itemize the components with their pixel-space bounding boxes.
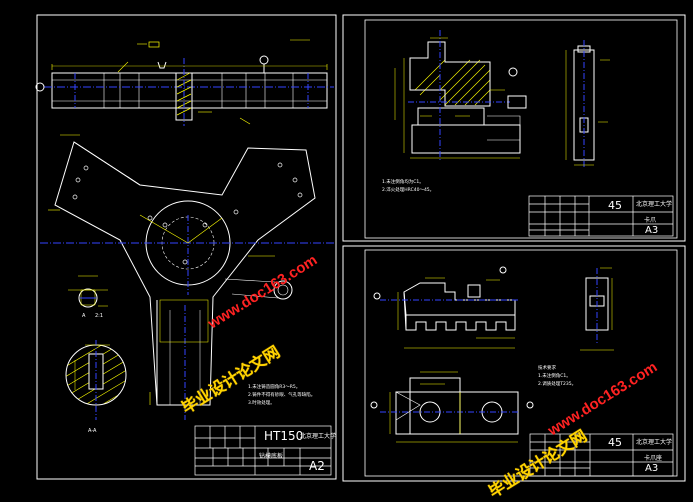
detail-scale-label: 2:1	[95, 313, 104, 319]
section-a-a-label: A-A	[88, 428, 97, 434]
jaw-seat-front-view	[373, 266, 520, 349]
a2-material-label: HT150	[264, 429, 304, 443]
a2-note-1: 1.未注铸造圆角R3～R5。	[248, 385, 301, 390]
plate-front-view	[44, 72, 334, 109]
top-dimensions	[51, 39, 328, 125]
a3-bottom-size-label: A3	[645, 463, 659, 474]
a3-top-institution-label: 北京理工大学	[636, 201, 673, 208]
a2-part-name-label: 钻模底板	[259, 453, 284, 460]
a2-note-3: 3.时效处理。	[248, 401, 275, 406]
a3-top-size-label: A3	[645, 225, 659, 236]
jaw-seat-side-view	[580, 267, 614, 351]
sheet-a3-bottom-drawing	[370, 266, 674, 477]
a3-bottom-institution-label: 北京理工大学	[636, 439, 673, 446]
a2-note-2: 2.铸件不得有砂眼、气孔等缺陷。	[248, 393, 316, 398]
sheet-a3-top-drawing	[394, 30, 674, 237]
a2-size-label: A2	[309, 459, 325, 473]
a3-bottom-note-title: 技术要求	[538, 366, 556, 371]
jaw-section-view	[394, 30, 527, 160]
a2-institution-label: 北京理工大学	[300, 433, 337, 440]
a3-top-note-1: 1.未注倒角均为C1。	[382, 180, 424, 185]
sheet-borders	[36, 14, 686, 482]
title-block-a3-top	[528, 195, 674, 237]
sheet-a3-top-border	[342, 14, 686, 242]
jaw-side-view	[565, 40, 610, 168]
sheet-a2-drawing	[35, 39, 334, 476]
a3-bottom-part-name-label: 卡爪座	[644, 455, 663, 462]
star-plate-top-view	[40, 134, 334, 420]
detail-a-label: A	[82, 313, 86, 319]
a3-top-part-name-label: 卡爪	[644, 217, 657, 224]
a3-bottom-note-1: 1.未注倒角C1。	[538, 374, 571, 379]
sheet-a3-bottom-inner-frame	[364, 249, 678, 477]
section-a-a	[65, 340, 127, 420]
a3-top-note-2: 2.淬火处理HRC40～45。	[382, 188, 435, 193]
sheet-a2-border	[36, 14, 337, 480]
a3-top-quantity-label: 45	[608, 199, 622, 212]
datum-marker-left	[35, 82, 45, 92]
sheet-a3-top-inner-frame	[364, 19, 678, 239]
a3-bottom-quantity-label: 45	[608, 436, 622, 449]
jaw-seat-top-view	[370, 371, 534, 443]
detail-a-top	[68, 275, 108, 308]
title-block-a3-bottom	[529, 433, 674, 477]
sheet-a3-bottom-border	[342, 245, 686, 482]
title-block-a2	[194, 425, 332, 476]
a3-bottom-note-2: 2.调质处理T235。	[538, 382, 577, 387]
hub-section	[137, 41, 193, 126]
